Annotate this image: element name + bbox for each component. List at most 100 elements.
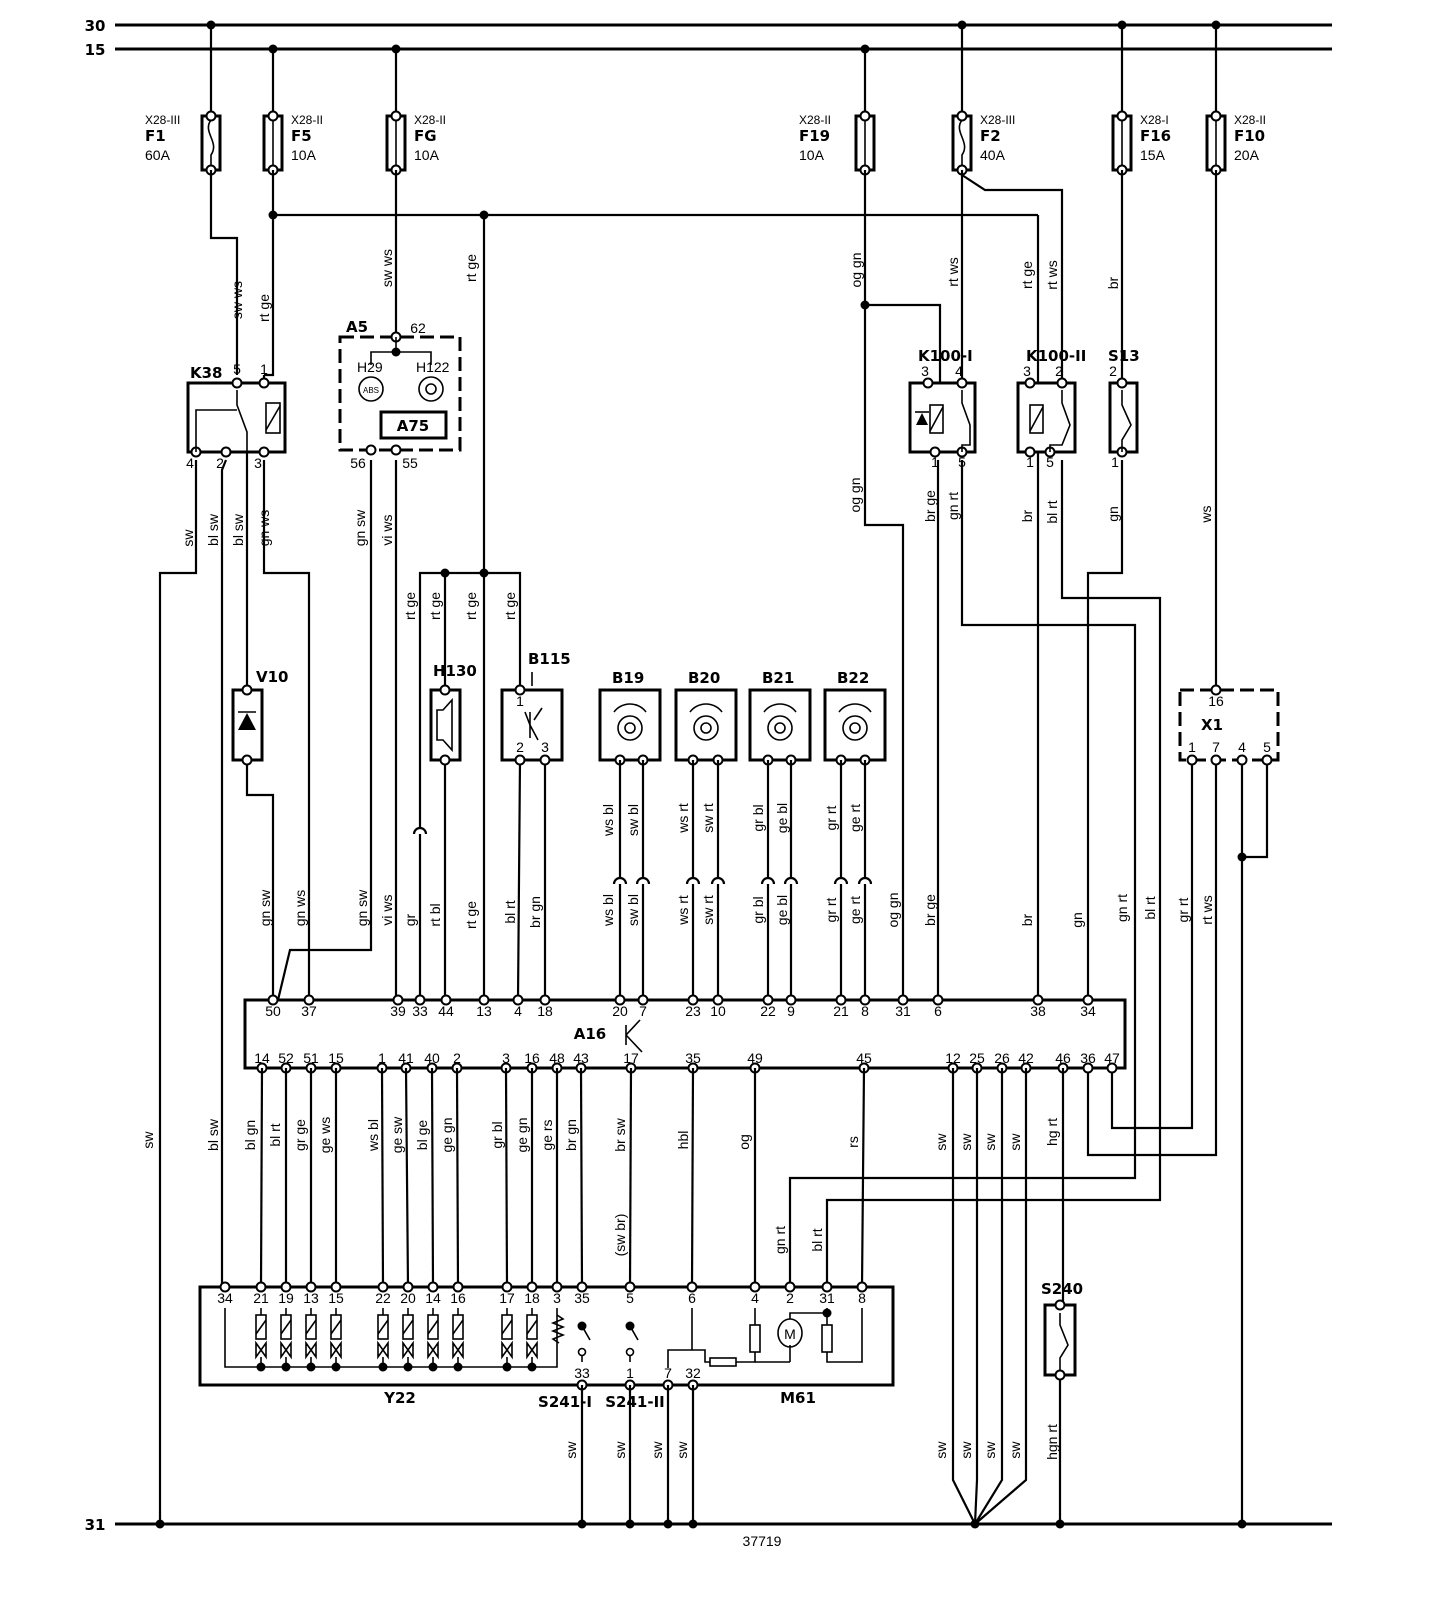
pin-terminal <box>1261 754 1273 766</box>
pin-number: 4 <box>955 363 963 379</box>
fuse-connector: X28-II <box>799 113 831 127</box>
connector-x1 <box>1178 688 1280 762</box>
wire-color-label: br gn <box>527 896 543 928</box>
x1-label: X1 <box>1201 716 1223 734</box>
wire-color-label: sw <box>958 1441 974 1459</box>
pin-terminal <box>478 994 490 1006</box>
pin-terminal <box>859 110 871 122</box>
relay-coil-icon <box>929 404 944 434</box>
wire-color-label: sw <box>982 1133 998 1151</box>
wire-color-label: ge rt <box>847 896 863 924</box>
wire <box>245 760 275 1000</box>
valve-icon <box>452 1340 464 1360</box>
pin-terminal <box>1236 754 1248 766</box>
wire <box>667 1349 710 1368</box>
pin-terminal <box>255 1281 267 1293</box>
fuse-name: F1 <box>145 127 166 145</box>
pin-number: 1 <box>1026 454 1034 470</box>
pin-number: 1 <box>626 1365 634 1381</box>
wire-color-label: ge gn <box>439 1117 455 1152</box>
pin-terminal <box>1082 994 1094 1006</box>
wire-color-label: sw <box>1007 1133 1023 1151</box>
junction-dot <box>268 210 278 220</box>
wire <box>1110 760 1194 1130</box>
pin-number: 8 <box>861 1003 869 1019</box>
wire-color-label: gr rt <box>823 897 839 922</box>
wire-color-label: sw <box>140 1131 156 1149</box>
wire <box>1242 760 1269 859</box>
pin-terminal <box>267 994 279 1006</box>
relay-k100-ii-label: K100-II <box>1026 347 1086 365</box>
wire-color-label: br gn <box>563 1119 579 1151</box>
pin-number: 34 <box>217 1290 233 1306</box>
pin-number: 3 <box>254 455 262 471</box>
wire-color-label: sw <box>180 529 196 547</box>
solenoid-valve-icon <box>377 1314 389 1340</box>
wire-color-label: (sw br) <box>612 1214 628 1257</box>
wire-color-label: vi ws <box>379 514 395 545</box>
pin-number: 51 <box>303 1050 319 1066</box>
wire <box>262 460 311 1000</box>
pin-terminal <box>219 1281 231 1293</box>
wire-color-label: sw rt <box>700 895 716 925</box>
a75-label: A75 <box>397 417 429 435</box>
pin-terminal <box>440 994 452 1006</box>
pin-terminal <box>414 994 426 1006</box>
wire <box>961 174 1064 383</box>
fuse-rating: 40A <box>980 147 1006 163</box>
wire <box>380 1067 385 1288</box>
relay-switch-icon <box>961 390 971 452</box>
pin-terminal <box>712 994 724 1006</box>
wire-color-label: sw <box>982 1441 998 1459</box>
pin-number: 40 <box>424 1050 440 1066</box>
solenoid-valve-icon <box>280 1314 292 1340</box>
s13-label: S13 <box>1108 347 1140 365</box>
pin-number: 1 <box>260 361 268 377</box>
wire-color-label: gn rt <box>1114 894 1130 922</box>
fuse-name: F5 <box>291 127 312 145</box>
s241-ii-label: S241-II <box>605 1393 665 1411</box>
wire-color-label: bl sw <box>205 513 221 546</box>
pin-number: 6 <box>688 1290 696 1306</box>
wire-color-label: bl ge <box>414 1120 430 1151</box>
pin-number: 14 <box>425 1290 441 1306</box>
wire-color-label: ge rs <box>539 1119 555 1150</box>
wire-color-label: gr rt <box>823 805 839 830</box>
fuse-name: F19 <box>799 127 830 145</box>
wire-color-label: sw <box>1007 1441 1023 1459</box>
wire-color-label: ws bl <box>600 804 616 837</box>
wire-color-label: rt ge <box>427 592 443 620</box>
wire-color-label: sw <box>674 1441 690 1459</box>
relay-coil-icon <box>265 402 281 434</box>
pin-terminal <box>749 1281 761 1293</box>
h122-label: H122 <box>416 359 450 375</box>
transistor-icon <box>625 1034 643 1053</box>
pin-terminal <box>258 377 270 389</box>
wire-color-label: gn sw <box>354 889 370 926</box>
wire-color-label: sw <box>933 1441 949 1459</box>
valve-icon <box>305 1340 317 1360</box>
m61-label: M61 <box>780 1389 816 1407</box>
y22-label: Y22 <box>383 1389 416 1407</box>
pin-number: 4 <box>1238 739 1246 755</box>
speed-sensor-b19 <box>598 688 662 762</box>
fuse-connector: X28-II <box>291 113 323 127</box>
wire-color-label: sw bl <box>625 804 641 836</box>
coil-diag <box>501 1319 513 1335</box>
pin-number: 21 <box>253 1290 269 1306</box>
pin-number: 17 <box>499 1290 515 1306</box>
wire-color-label: gn ws <box>292 890 308 927</box>
wire-color-label: br ge <box>922 490 938 522</box>
coil-diag <box>526 1319 538 1335</box>
solenoid-valve-icon <box>452 1314 464 1340</box>
pin-number: 20 <box>400 1290 416 1306</box>
fuse-rating: 20A <box>1234 147 1260 163</box>
wire-color-label: gn rt <box>772 1226 788 1254</box>
wire <box>264 170 275 377</box>
pin-number: 13 <box>476 1003 492 1019</box>
wire-color-label: br sw <box>612 1117 628 1151</box>
pin-number: 3 <box>921 363 929 379</box>
switch-contact-icon <box>629 1325 639 1341</box>
gear-icon <box>693 715 719 741</box>
v10-label: V10 <box>256 668 288 686</box>
